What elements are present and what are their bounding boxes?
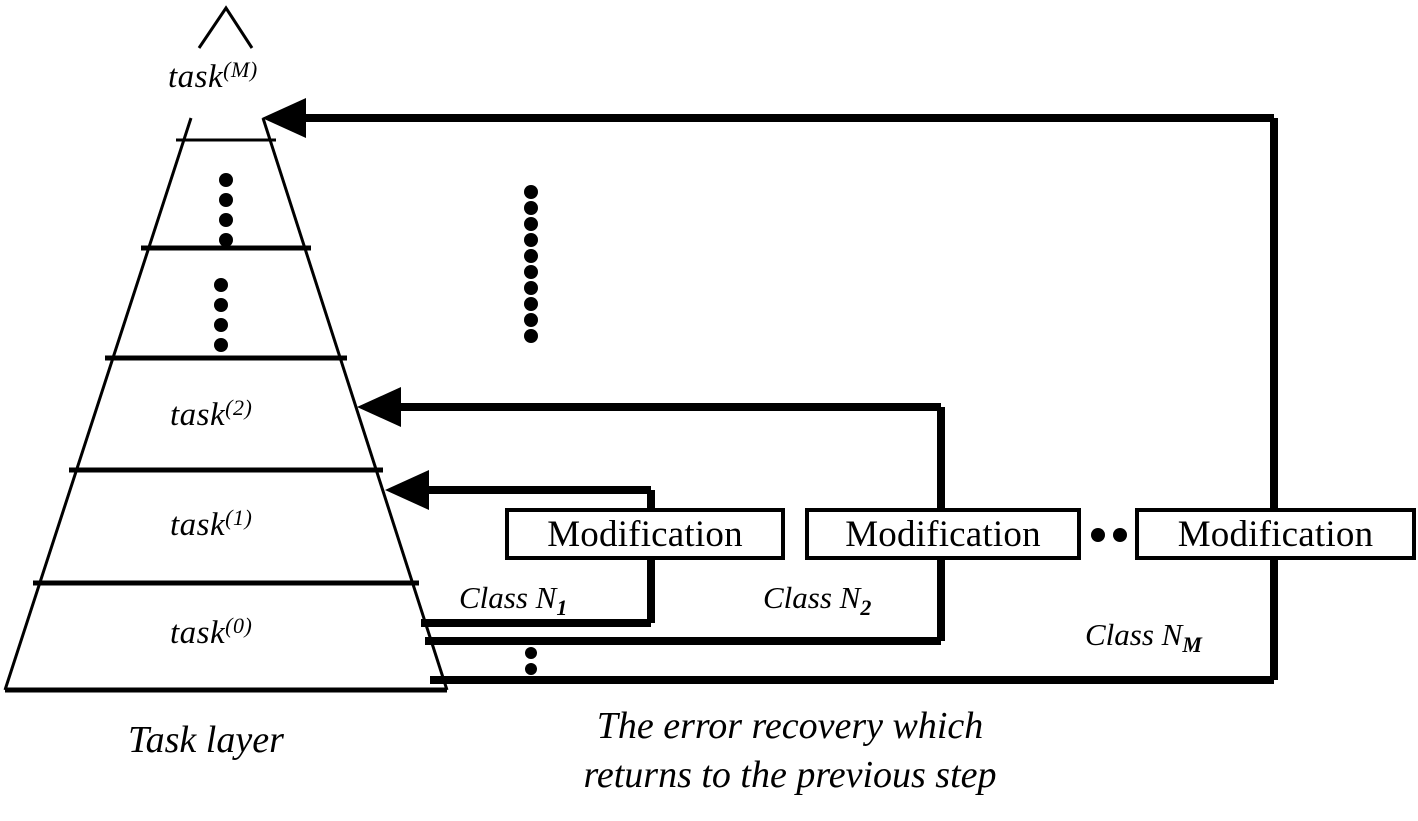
class-label-1-base: Class N	[459, 580, 557, 615]
pyramid-left-edge	[3, 117, 193, 691]
feedback-arrowhead-2	[357, 387, 401, 427]
class-ellipsis-dot	[525, 647, 537, 659]
class-ellipsis-dot	[525, 663, 537, 675]
class-label-m-base: Class N	[1085, 617, 1183, 652]
class-label-m: Class NM	[1085, 617, 1202, 658]
feedback-arrowhead-m	[262, 98, 306, 138]
pyramid-level-label-0: task(0)	[170, 613, 252, 652]
pyramid-level-label-0-sup: (0)	[225, 613, 253, 638]
between-boxes-dot	[1113, 528, 1127, 542]
pyramid-level-label-2-sup: (2)	[225, 395, 253, 420]
middle-ellipsis-dot	[524, 297, 538, 311]
class-label-m-sub: M	[1182, 632, 1202, 657]
modification-box-3[interactable]: Modification	[1135, 508, 1416, 560]
pyramid-level-label-1: task(1)	[170, 505, 252, 544]
pyramid-ellipsis-dot	[219, 233, 233, 247]
pyramid-ellipsis-dot	[214, 318, 228, 332]
pyramid-level-label-2-base: task	[170, 397, 226, 433]
pyramid-ellipsis-dot	[219, 173, 233, 187]
modification-box-2-label: Modification	[845, 513, 1041, 555]
pyramid-ellipsis-dot	[219, 193, 233, 207]
pyramid-ellipsis-dot	[214, 298, 228, 312]
pyramid-ellipsis-dot	[214, 338, 228, 352]
middle-ellipsis-dot	[524, 265, 538, 279]
class-label-2: Class N2	[763, 580, 871, 621]
modification-box-1[interactable]: Modification	[505, 508, 785, 560]
error-recovery-caption-line1: The error recovery which	[596, 705, 984, 747]
pyramid-level-label-1-sup: (1)	[225, 505, 253, 530]
modification-box-3-label: Modification	[1177, 513, 1374, 555]
pyramid-apex-label-base: task	[168, 59, 224, 95]
task-layer-label: Task layer	[128, 719, 284, 761]
feedback-arrowhead-1	[385, 470, 429, 510]
pyramid-level-label-2: task(2)	[170, 395, 252, 434]
pyramid-right-edge	[261, 117, 449, 691]
middle-ellipsis-dot	[524, 281, 538, 295]
middle-ellipsis-dot	[524, 329, 538, 343]
modification-box-2[interactable]: Modification	[805, 508, 1081, 560]
pyramid-apex-label: task(M)	[168, 57, 258, 96]
middle-ellipsis-dot	[524, 249, 538, 263]
class-label-2-sub: 2	[860, 595, 872, 620]
pyramid-apex-label-sup: (M)	[223, 57, 258, 82]
pyramid-ellipsis-dot	[219, 213, 233, 227]
pyramid-level-label-1-base: task	[170, 507, 226, 543]
middle-ellipsis-dot	[524, 201, 538, 215]
pyramid-apex-mark	[197, 5, 254, 49]
middle-ellipsis-dot	[524, 185, 538, 199]
class-label-2-base: Class N	[763, 580, 861, 615]
pyramid-ellipsis-dot	[214, 278, 228, 292]
middle-ellipsis-dot	[524, 217, 538, 231]
error-recovery-caption-line2: returns to the previous step	[583, 753, 997, 796]
class-label-1: Class N1	[459, 580, 567, 621]
error-recovery-caption: The error recovery which returns to the …	[520, 702, 1060, 799]
between-boxes-dot	[1091, 528, 1105, 542]
pyramid-level-label-0-base: task	[170, 615, 226, 651]
middle-ellipsis-dot	[524, 233, 538, 247]
middle-ellipsis-dot	[524, 313, 538, 327]
class-label-1-sub: 1	[556, 595, 568, 620]
modification-box-1-label: Modification	[547, 513, 743, 555]
